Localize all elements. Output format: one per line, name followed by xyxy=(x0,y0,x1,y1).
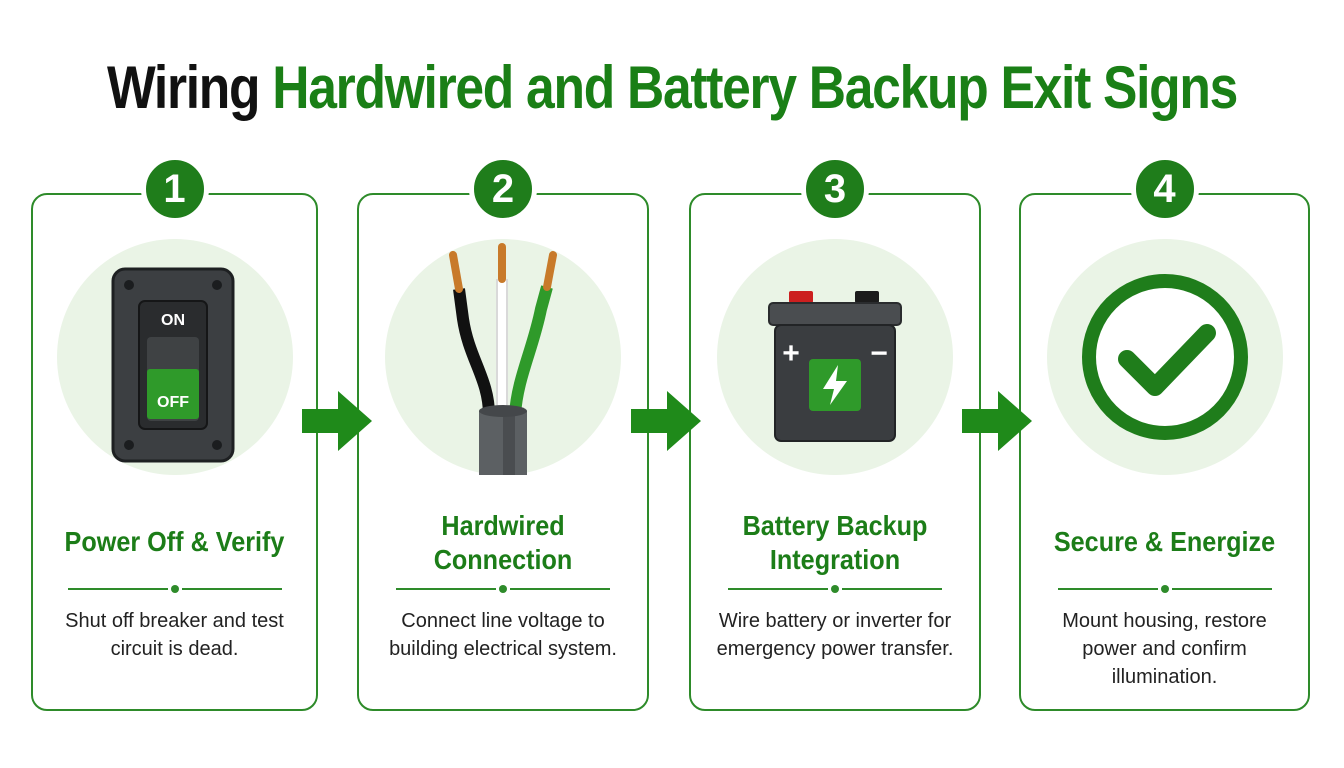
step-title: Hardwired Connection xyxy=(433,510,573,575)
divider xyxy=(1057,585,1272,593)
step-description: Wire battery or inverter for emergency p… xyxy=(716,610,954,660)
checkmark-circle-icon xyxy=(1081,274,1248,440)
divider xyxy=(67,585,282,593)
step-title: Secure & Energize xyxy=(1053,526,1276,557)
arrow-right-icon xyxy=(962,391,1032,451)
light-switch-icon: ON OFF xyxy=(111,267,234,463)
page-title: Wiring Hardwired and Battery Backup Exit… xyxy=(94,52,1250,124)
wire-cable-icon xyxy=(449,243,557,475)
step-card-2: 2 Hardwired Connection Connect line volt… xyxy=(357,155,649,711)
step-number-badge: 3 xyxy=(801,155,869,223)
title-part-2: Hardwired and Battery Backup Exit Signs xyxy=(272,54,1238,121)
battery-plus-label: + xyxy=(782,337,800,370)
step-card-3: 3 + − Battery Backup Integration Wire ba… xyxy=(689,155,981,711)
switch-on-label: ON xyxy=(161,312,185,329)
step-card-4: 4 Secure & Energize Mount housing, resto… xyxy=(1019,155,1310,711)
step-card-1: 1 ON OFF Power Off & Verify Shut off bre… xyxy=(31,155,318,711)
step-number-badge: 4 xyxy=(1130,155,1199,223)
divider xyxy=(728,585,942,593)
step-description: Shut off breaker and test circuit is dea… xyxy=(65,610,284,660)
step-title: Battery Backup Integration xyxy=(742,510,928,575)
arrow-right-icon xyxy=(302,391,372,451)
title-part-1: Wiring xyxy=(106,54,261,121)
battery-minus-label: − xyxy=(870,337,888,370)
switch-off-label: OFF xyxy=(157,394,189,411)
step-description: Mount housing, restore power and confirm… xyxy=(1062,610,1267,688)
step-description: Connect line voltage to building electri… xyxy=(389,610,617,660)
step-number-badge: 1 xyxy=(140,155,209,223)
divider xyxy=(396,585,610,593)
arrow-right-icon xyxy=(631,391,701,451)
step-title: Power Off & Verify xyxy=(64,526,285,557)
step-number-badge: 2 xyxy=(469,155,537,223)
lightning-icon xyxy=(823,365,847,405)
battery-icon: + − xyxy=(768,291,902,442)
